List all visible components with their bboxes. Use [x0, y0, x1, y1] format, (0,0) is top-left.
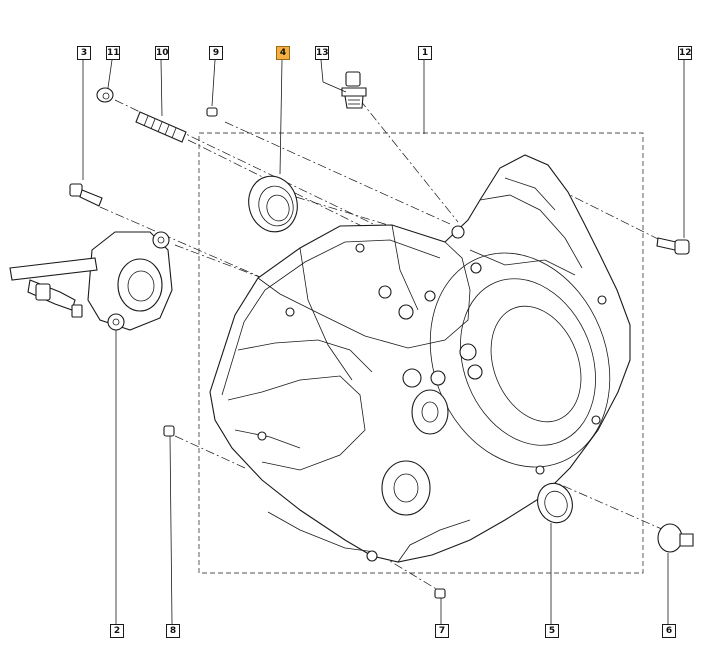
bolt: [656, 237, 690, 255]
bolt: [69, 183, 103, 207]
callout-3[interactable]: 3: [77, 46, 91, 60]
leader-lines: [82, 59, 685, 625]
callout-10[interactable]: 10: [155, 46, 169, 60]
callout-11[interactable]: 11: [106, 46, 120, 60]
callout-4[interactable]: 4: [276, 46, 290, 60]
switch: [341, 71, 367, 109]
callout-1[interactable]: 1: [418, 46, 432, 60]
callout-7[interactable]: 7: [435, 624, 449, 638]
callout-5[interactable]: 5: [545, 624, 559, 638]
callout-13[interactable]: 13: [315, 46, 329, 60]
dowel-pin: [163, 425, 175, 437]
dowel-pin: [206, 107, 218, 117]
nut: [96, 87, 114, 103]
plug: [657, 523, 694, 553]
oil-seal: [537, 482, 573, 524]
clutch-slave-cylinder: [9, 231, 173, 331]
callout-6[interactable]: 6: [662, 624, 676, 638]
gearbox-housing: [209, 154, 631, 563]
dowel-pin: [434, 588, 446, 599]
callout-9[interactable]: 9: [209, 46, 223, 60]
callout-2[interactable]: 2: [110, 624, 124, 638]
assembly-boundary: [198, 132, 644, 574]
callout-8[interactable]: 8: [166, 624, 180, 638]
callout-12[interactable]: 12: [678, 46, 692, 60]
oil-seal: [248, 175, 298, 233]
stud: [135, 111, 187, 143]
